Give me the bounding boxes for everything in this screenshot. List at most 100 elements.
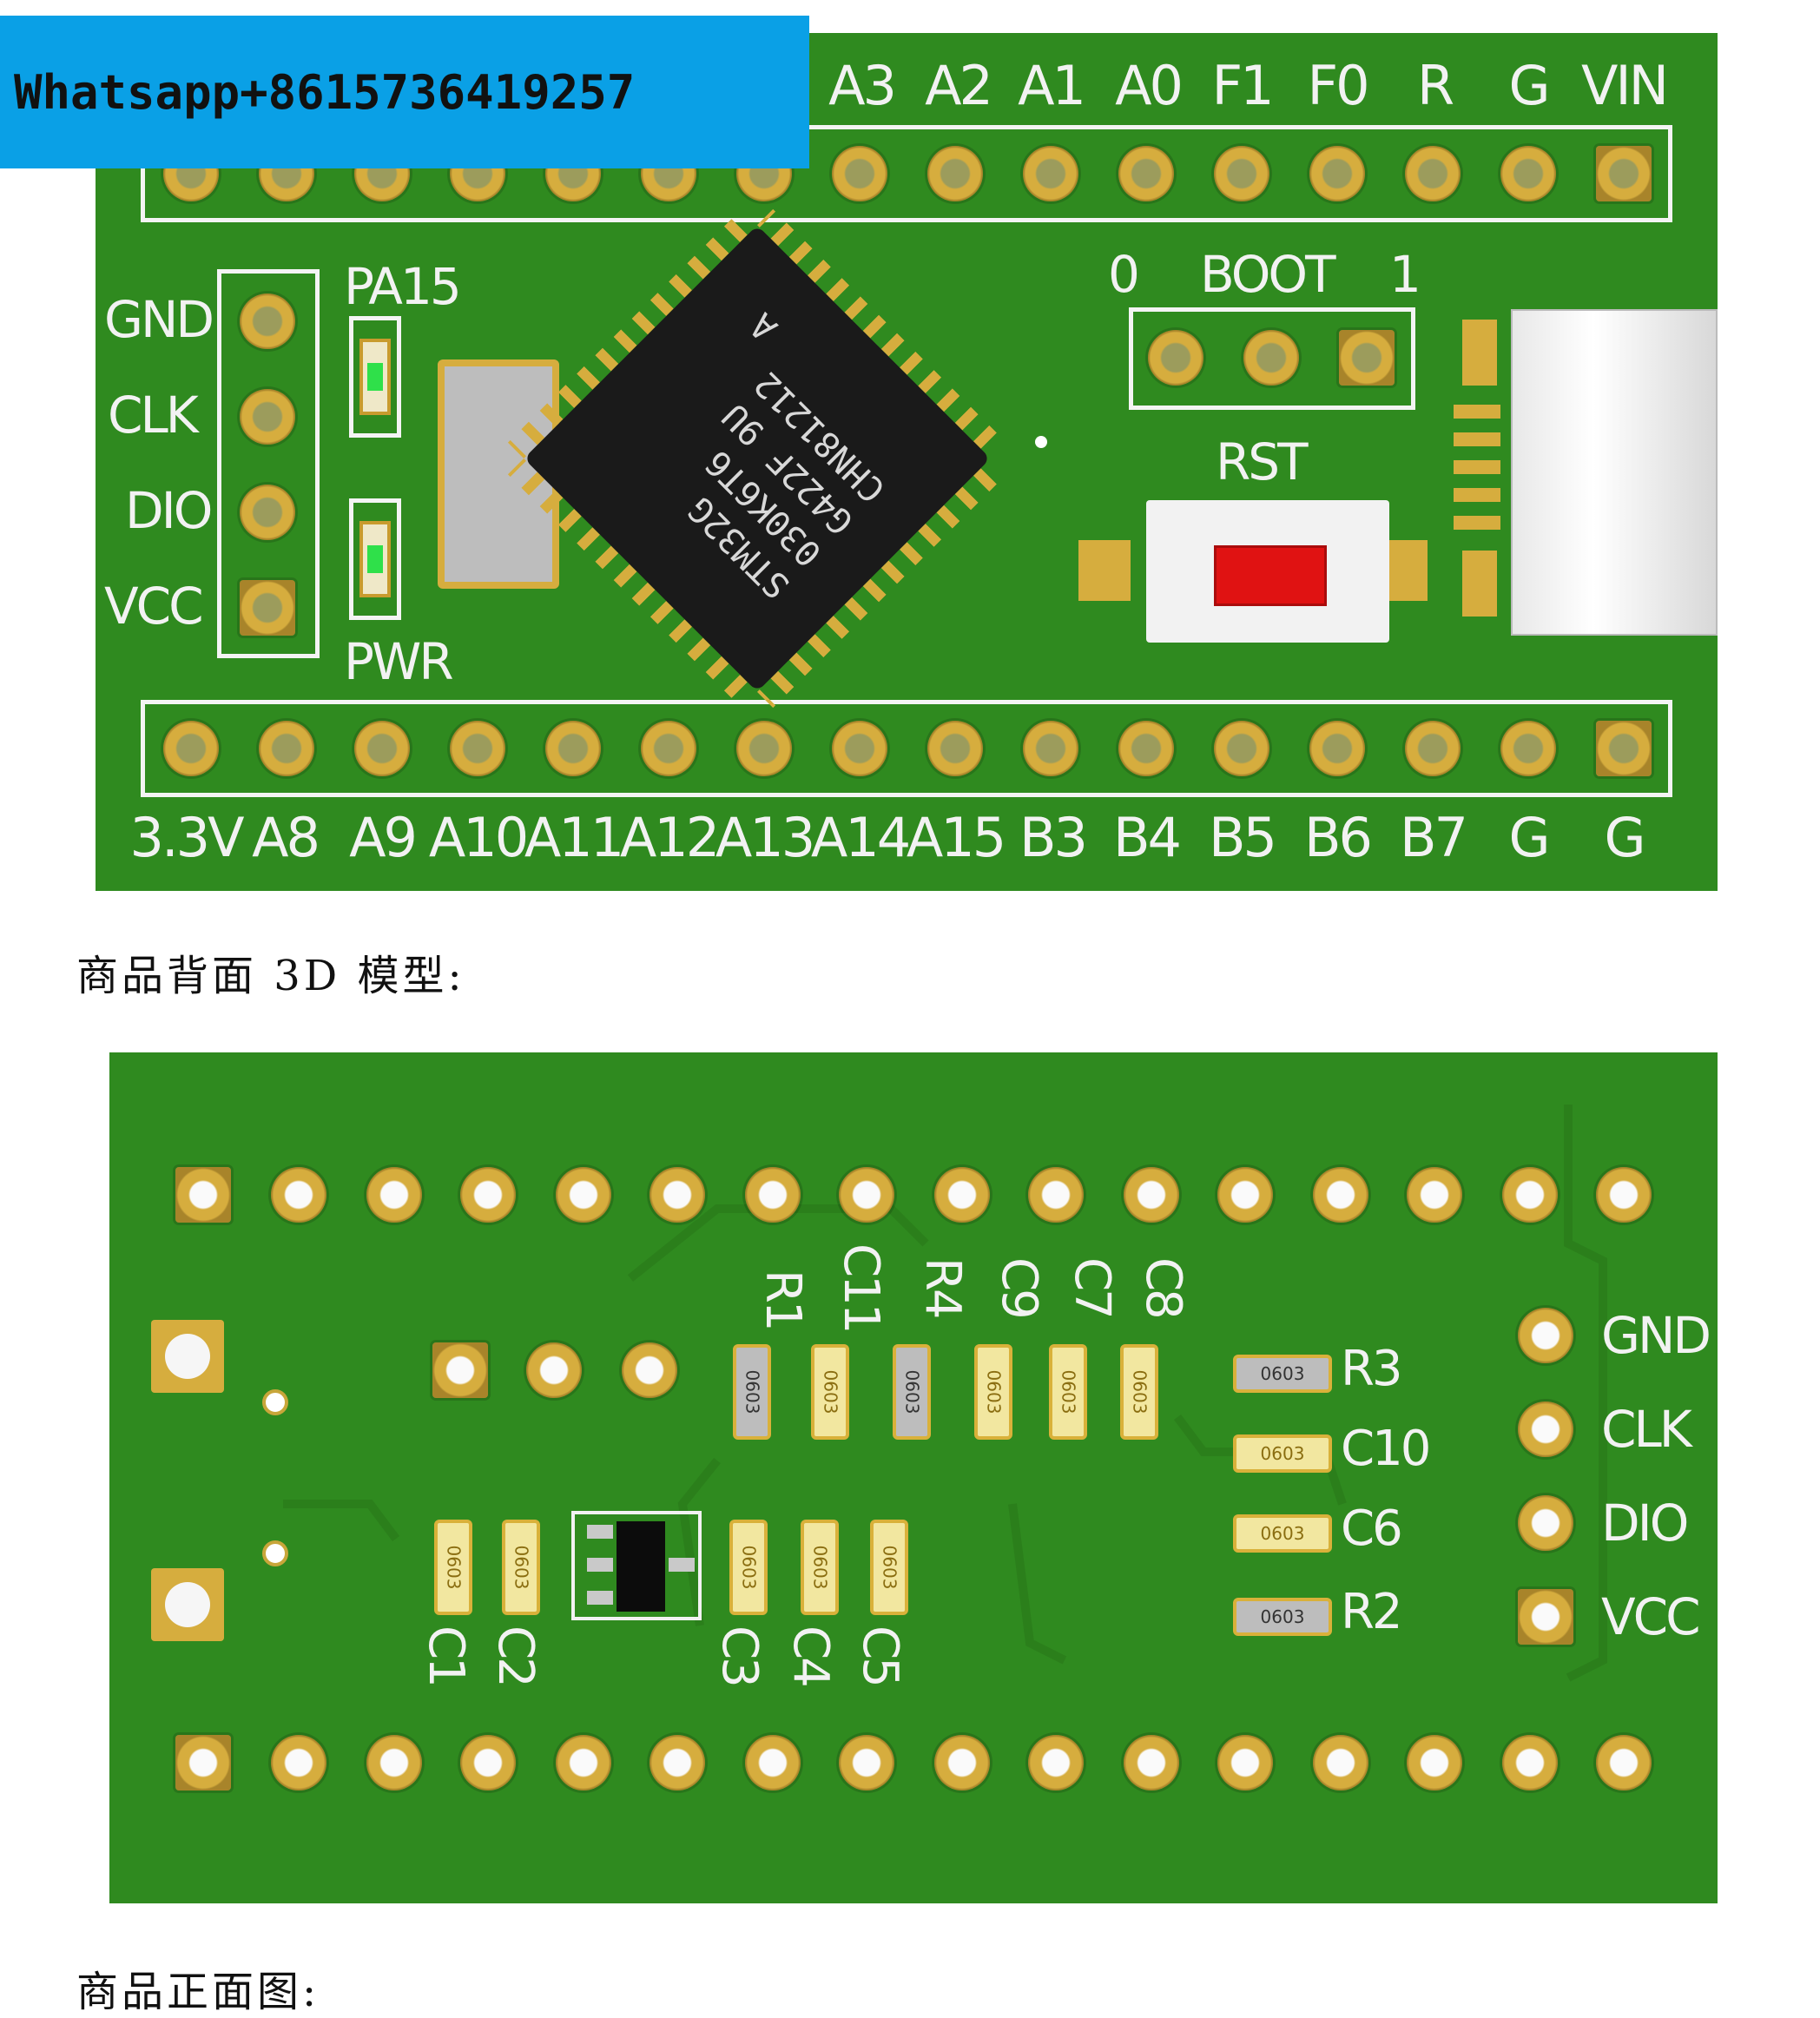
top-header-outline <box>141 125 1672 222</box>
package-label: 0603 <box>1260 1523 1305 1544</box>
header-pad <box>650 1167 705 1223</box>
label-c10: C10 <box>1341 1421 1431 1477</box>
capacitor-c8: 0603 <box>1120 1344 1158 1440</box>
reset-button-pad-left <box>1078 540 1131 601</box>
swd-label-clk: CLK <box>108 386 199 445</box>
pin1-dot <box>1035 436 1047 448</box>
pin-label-3v3: 3.3V <box>129 806 244 869</box>
header-pad <box>934 1735 990 1790</box>
boot-pad <box>526 1342 582 1398</box>
label-r1: R1 <box>755 1269 811 1329</box>
label-c9: C9 <box>991 1257 1047 1317</box>
pin-label-g: G <box>1508 806 1550 869</box>
header-pad <box>1407 1735 1462 1790</box>
header-pad <box>1596 1167 1652 1223</box>
header-pad <box>1405 146 1461 201</box>
pin-label-f0: F0 <box>1307 54 1369 117</box>
header-pad <box>1313 1735 1368 1790</box>
pin-label-b3: B3 <box>1019 806 1088 869</box>
usb-shield-pad <box>151 1320 224 1393</box>
header-pad <box>1313 1167 1368 1223</box>
swd-label-clk: CLK <box>1601 1400 1692 1459</box>
header-pad <box>1596 1735 1652 1790</box>
header-pad <box>650 1735 705 1790</box>
pin-label-a8: A8 <box>252 806 320 869</box>
header-pad <box>271 1735 326 1790</box>
header-pad <box>1502 1167 1558 1223</box>
package-label: 0603 <box>738 1545 759 1590</box>
capacitor-c1: 0603 <box>434 1520 472 1615</box>
label-c11: C11 <box>833 1243 889 1332</box>
boot-label-one: 1 <box>1389 245 1421 304</box>
header-pad <box>271 1167 326 1223</box>
capacitor-c4: 0603 <box>801 1520 839 1615</box>
micro-usb-connector <box>1511 309 1718 636</box>
header-pad <box>1028 1167 1084 1223</box>
boot-pad <box>1148 330 1203 386</box>
pin-label-r: R <box>1416 54 1454 117</box>
pin-label-a15: A15 <box>906 806 1006 869</box>
pin-label-vin: VIN <box>1580 54 1669 117</box>
bottom-header-outline <box>141 700 1672 797</box>
capacitor-c7: 0603 <box>1049 1344 1087 1440</box>
header-pad <box>556 1167 611 1223</box>
header-pad <box>1405 721 1461 776</box>
header-pad <box>1217 1167 1273 1223</box>
pin-label-g: G <box>1604 806 1645 869</box>
header-pad <box>450 721 505 776</box>
swd-pad <box>240 293 295 349</box>
swd-pad <box>240 485 295 540</box>
header-pad <box>1028 1735 1084 1790</box>
header-pad <box>745 1735 801 1790</box>
header-pad <box>832 146 887 201</box>
led-pwr <box>359 521 391 597</box>
header-pad <box>1500 721 1556 776</box>
regulator-body <box>617 1521 665 1612</box>
header-pad <box>1214 721 1269 776</box>
boot-pad-square <box>432 1342 488 1398</box>
boot-header-outline <box>1129 307 1415 410</box>
header-pad <box>366 1735 422 1790</box>
resistor-r4: 0603 <box>893 1344 931 1440</box>
swd-label-gnd: GND <box>104 290 214 349</box>
header-pad <box>1118 721 1174 776</box>
header-pad <box>545 721 601 776</box>
header-pad-square <box>1596 146 1652 201</box>
boot-pad <box>1243 330 1299 386</box>
package-label: 0603 <box>983 1369 1004 1415</box>
via <box>262 1389 288 1415</box>
capacitor-c6: 0603 <box>1233 1514 1332 1553</box>
header-pad <box>927 721 983 776</box>
pin-label-b7: B7 <box>1400 806 1468 869</box>
led-label-pa15: PA15 <box>344 257 462 316</box>
header-pad <box>1118 146 1174 201</box>
header-pad-square <box>1596 721 1652 776</box>
label-r4: R4 <box>914 1257 971 1317</box>
boot-label-zero: 0 <box>1108 245 1140 304</box>
header-pad <box>1217 1735 1273 1790</box>
header-pad <box>745 1167 801 1223</box>
swd-pad <box>1518 1495 1573 1551</box>
boot-pad <box>622 1342 677 1398</box>
regulator-lead <box>669 1558 695 1572</box>
pin-label-a3: A3 <box>828 54 897 117</box>
usb-pad <box>1462 320 1497 386</box>
usb-pad <box>1454 432 1500 446</box>
led-outline <box>349 316 401 438</box>
label-c7: C7 <box>1064 1257 1120 1317</box>
usb-pad <box>1454 516 1500 530</box>
header-pad <box>1023 721 1078 776</box>
header-pad <box>556 1735 611 1790</box>
pin-label-a14: A14 <box>810 806 911 869</box>
capacitor-c3: 0603 <box>729 1520 768 1615</box>
usb-pad <box>1454 488 1500 502</box>
label-c2: C2 <box>487 1626 544 1685</box>
usb-shield-pad <box>151 1568 224 1641</box>
header-pad <box>832 721 887 776</box>
header-pad <box>1214 146 1269 201</box>
package-label: 0603 <box>511 1545 531 1590</box>
reset-label: RST <box>1216 432 1309 491</box>
usb-pad <box>1454 405 1500 419</box>
capacitor-c9: 0603 <box>974 1344 1012 1440</box>
reset-button-cap <box>1214 545 1327 606</box>
